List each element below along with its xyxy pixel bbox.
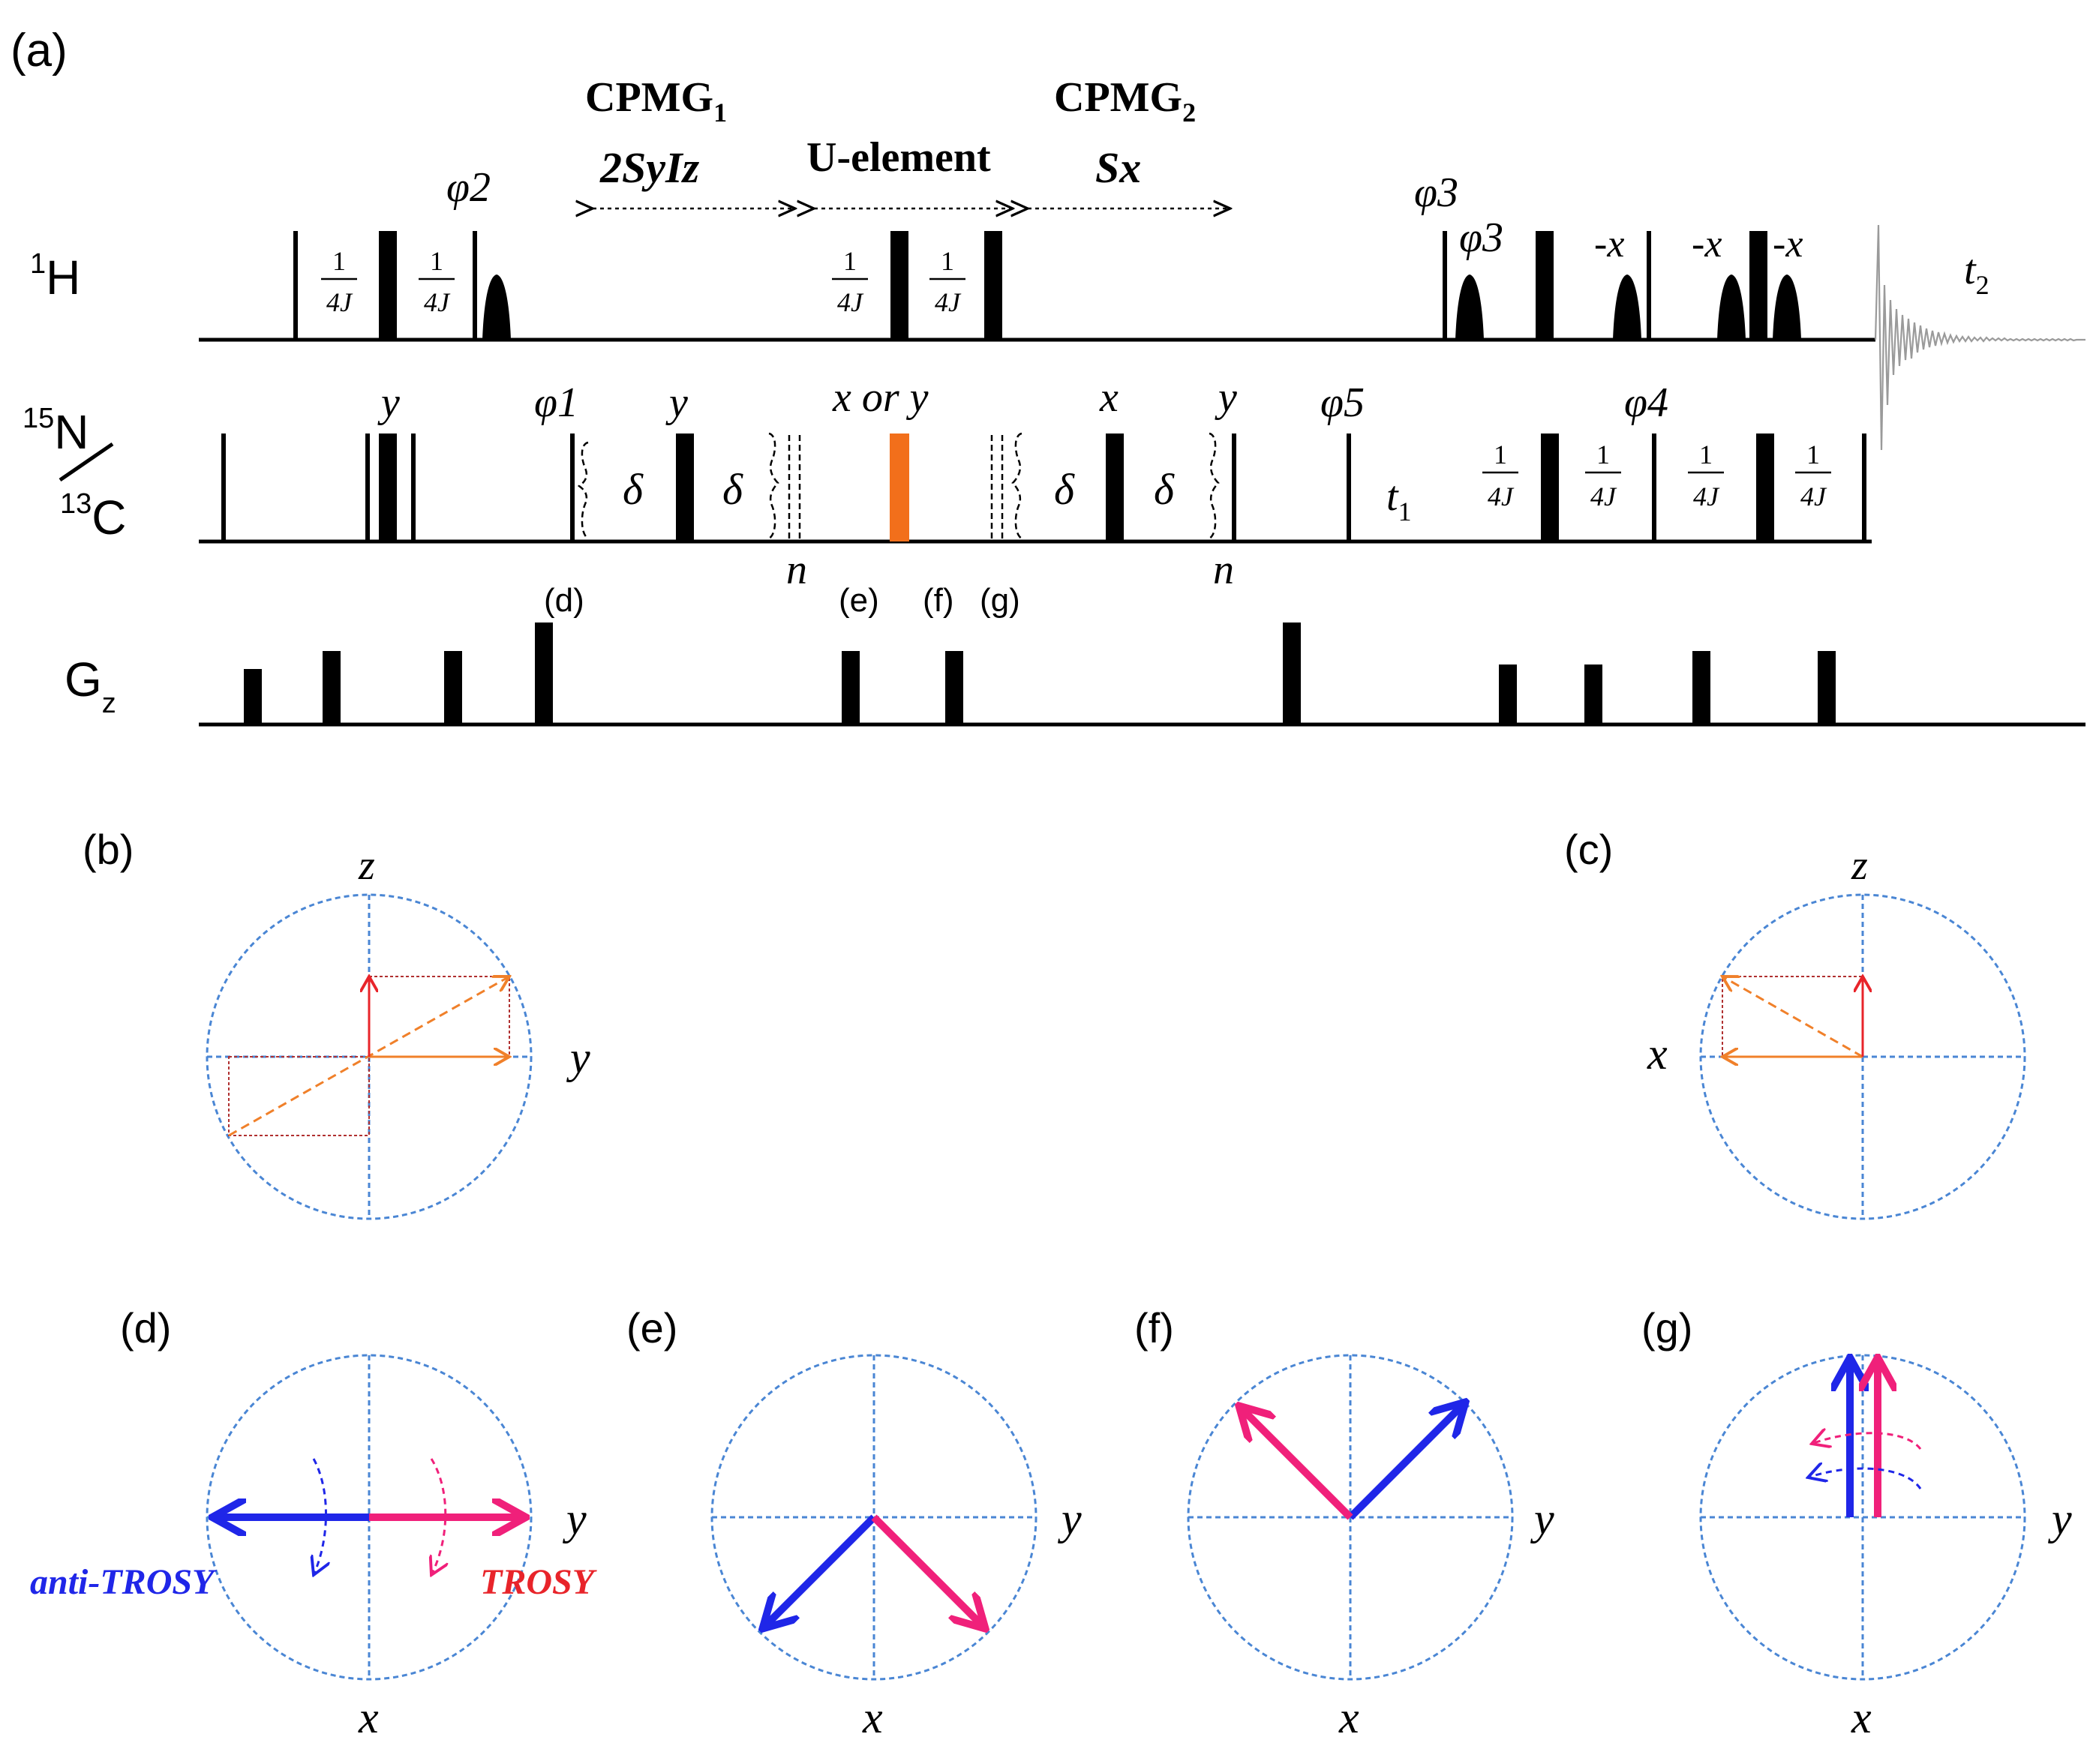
panel-g-label: (g) (1641, 1304, 1692, 1352)
h-phase-mx3: -x (1773, 223, 1803, 266)
h-phase-mx2: -x (1692, 223, 1722, 266)
nc-phase-y1: y (377, 380, 400, 426)
timepoint-f: (f) (923, 582, 954, 619)
nc-phase-phi1: φ1 (534, 380, 578, 426)
gradient-pulses (244, 622, 1836, 724)
nc-delay-frac-3: 1 4J (1688, 440, 1724, 512)
nc-delay-frac-1: 1 4J (1482, 440, 1518, 512)
nc-phase-phi4: φ4 (1624, 380, 1668, 426)
svg-text:4J: 4J (837, 287, 864, 317)
panel-c-label: (c) (1564, 826, 1613, 873)
nc-phase-y3: y (1215, 374, 1237, 421)
nc-phase-phi5: φ5 (1320, 380, 1365, 426)
nc-delta-2: δ (722, 465, 743, 514)
h-delay-frac-1: 1 4J (321, 246, 357, 317)
panel-b-diagram (206, 893, 533, 1220)
h-pulses (293, 231, 1801, 340)
svg-text:1: 1 (1494, 440, 1507, 470)
panel-e-axis-x: x (862, 1693, 883, 1742)
panel-e-label: (e) (626, 1304, 677, 1352)
svg-text:4J: 4J (1590, 482, 1617, 512)
panel-b-axis-y: y (566, 1033, 590, 1082)
h-phase-phi3b: φ3 (1459, 214, 1503, 261)
channel-gz-label: Gz (65, 652, 116, 719)
nc-phase-x1: x (1099, 374, 1119, 421)
timepoint-e: (e) (839, 582, 879, 619)
channel-nc-label: 15N 13C (23, 403, 127, 544)
panel-a-label: (a) (11, 25, 68, 76)
h-delay-frac-4: 1 4J (929, 246, 965, 317)
svg-text:1: 1 (1596, 440, 1610, 470)
panel-c-diagram (1699, 893, 2026, 1220)
trosy-label: TROSY (480, 1562, 597, 1602)
panel-e-axis-y: y (1057, 1494, 1082, 1544)
panel-f-diagram (1187, 1354, 1514, 1681)
svg-text:1: 1 (1806, 440, 1820, 470)
panel-b-axis-z: z (358, 842, 375, 889)
panel-d-axis-x: x (358, 1693, 379, 1742)
panel-g-diagram (1699, 1355, 2026, 1681)
panel-d-label: (d) (120, 1304, 171, 1352)
panel-d-diagram (206, 1354, 533, 1681)
nc-pulses (221, 434, 1866, 542)
svg-text:4J: 4J (935, 287, 962, 317)
svg-text:15N: 15N (23, 403, 89, 459)
panel-f-axis-y: y (1530, 1494, 1554, 1544)
h-phase-phi3a: φ3 (1414, 170, 1458, 216)
svg-text:1: 1 (1699, 440, 1713, 470)
panel-f-label: (f) (1134, 1304, 1174, 1352)
svg-text:CPMG1: CPMG1 (585, 74, 727, 128)
h-phase-phi2: φ2 (446, 164, 491, 211)
cpmg1-title: CPMG1 2SyIz (585, 74, 727, 192)
svg-text:1: 1 (941, 246, 954, 276)
u-element-pulse (890, 434, 909, 542)
svg-text:4J: 4J (326, 287, 353, 317)
svg-text:Sx: Sx (1095, 143, 1141, 192)
cpmg1-brackets (577, 432, 801, 540)
nc-t1-label: t1 (1386, 473, 1412, 526)
svg-text:13C: 13C (60, 488, 127, 544)
timepoint-d: (d) (544, 582, 584, 619)
h-phase-mx1: -x (1594, 223, 1624, 266)
nc-loop-n1: n (786, 547, 807, 593)
nc-phase-y2: y (665, 380, 688, 426)
panel-g-axis-y: y (2047, 1494, 2072, 1544)
nc-delay-frac-2: 1 4J (1585, 440, 1621, 512)
h-delay-frac-2: 1 4J (419, 246, 455, 317)
fid-trace (1874, 224, 2085, 451)
nc-delta-1: δ (623, 465, 644, 514)
panel-e-diagram (710, 1354, 1037, 1681)
h-delay-frac-3: 1 4J (832, 246, 868, 317)
channel-h-label: 1H (30, 248, 80, 304)
svg-text:1: 1 (843, 246, 857, 276)
anti-trosy-label: anti-TROSY (30, 1562, 217, 1602)
svg-text:1: 1 (430, 246, 443, 276)
svg-text:4J: 4J (1800, 482, 1827, 512)
panel-b-label: (b) (83, 826, 134, 873)
panel-c-axis-z: z (1851, 842, 1868, 889)
cpmg2-brackets (990, 432, 1220, 540)
svg-text:4J: 4J (424, 287, 451, 317)
h-t2-label: t2 (1964, 247, 1989, 300)
svg-text:2SyIz: 2SyIz (599, 143, 700, 192)
panel-c-axis-x: x (1647, 1029, 1668, 1078)
u-element-title: U-element (806, 134, 991, 181)
panel-d-axis-y: y (562, 1494, 587, 1544)
nc-delta-4: δ (1154, 465, 1175, 514)
nc-delta-3: δ (1054, 465, 1075, 514)
nc-loop-n2: n (1213, 547, 1234, 593)
svg-text:4J: 4J (1693, 482, 1720, 512)
svg-text:1: 1 (332, 246, 346, 276)
panel-f-axis-x: x (1338, 1693, 1359, 1742)
nc-phase-x-or-y: x or y (832, 374, 929, 421)
timepoint-g: (g) (980, 582, 1020, 619)
svg-text:4J: 4J (1488, 482, 1515, 512)
panel-g-axis-x: x (1851, 1693, 1872, 1742)
nc-delay-frac-4: 1 4J (1795, 440, 1831, 512)
cpmg2-title: CPMG2 Sx (1054, 74, 1196, 192)
svg-text:CPMG2: CPMG2 (1054, 74, 1196, 128)
